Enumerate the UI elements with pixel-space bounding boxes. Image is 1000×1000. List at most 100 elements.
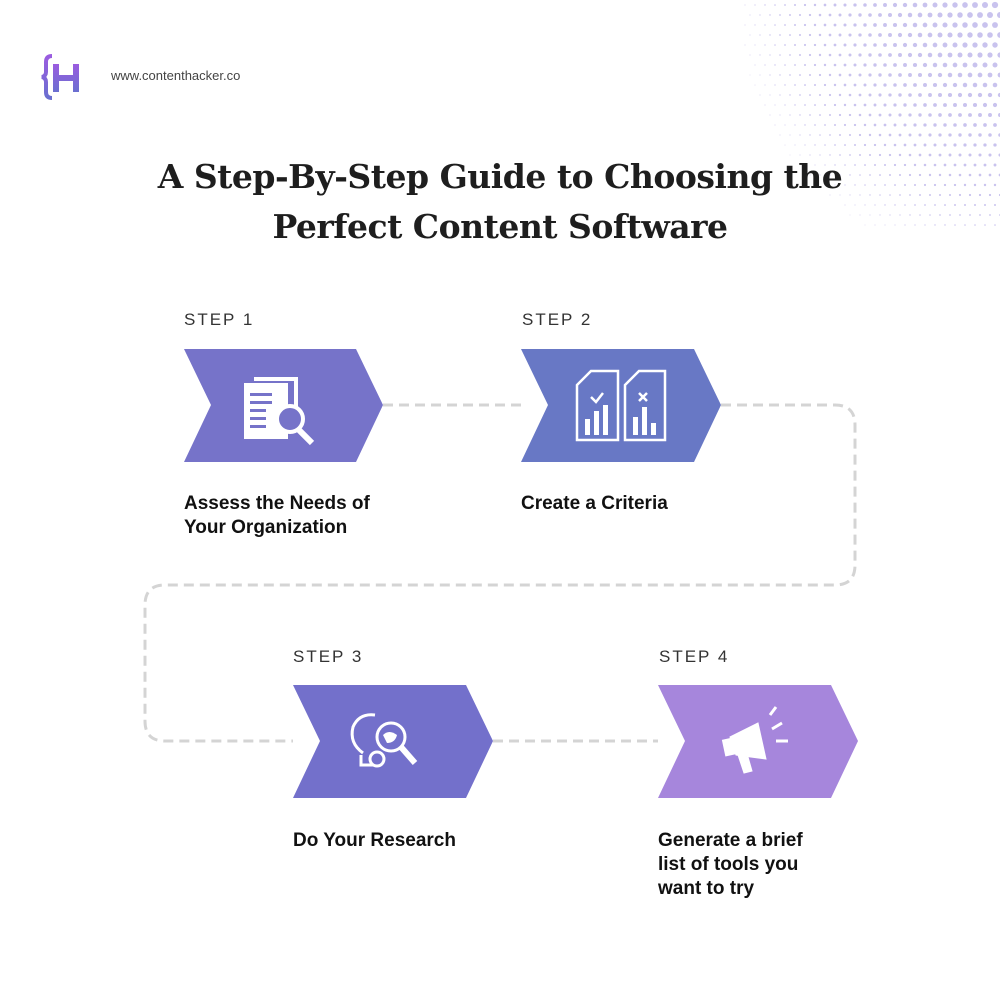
dot — [918, 153, 922, 157]
dot — [833, 103, 837, 107]
dot — [883, 143, 887, 147]
dot — [744, 44, 746, 46]
dot — [957, 72, 963, 78]
dot — [838, 73, 842, 77]
dot — [989, 214, 991, 216]
dot — [794, 104, 796, 106]
dot — [848, 113, 852, 117]
step-2-label: STEP 2 — [522, 310, 593, 329]
dot — [912, 42, 918, 48]
dot — [759, 54, 761, 56]
dot — [967, 12, 973, 18]
dot — [883, 23, 887, 27]
criteria-report-icon — [575, 369, 667, 442]
dot — [937, 52, 943, 58]
dot — [932, 22, 938, 28]
dot — [917, 52, 923, 58]
dot — [937, 12, 943, 18]
dot — [749, 34, 751, 36]
dot — [977, 12, 983, 18]
dot — [918, 113, 922, 117]
dot — [953, 183, 957, 187]
dot — [913, 103, 917, 107]
dot — [908, 133, 912, 137]
dot — [823, 83, 827, 87]
dot — [987, 72, 993, 78]
dot — [803, 3, 807, 7]
dot — [854, 204, 856, 206]
dot — [888, 153, 892, 157]
dot — [784, 84, 786, 86]
dot — [833, 63, 837, 67]
dot — [764, 24, 766, 26]
dot — [968, 173, 972, 177]
dot — [849, 194, 851, 196]
dot — [819, 154, 821, 156]
dot — [854, 164, 856, 166]
dot — [894, 224, 896, 226]
dot — [868, 113, 872, 117]
dot — [769, 94, 771, 96]
dot — [868, 13, 872, 17]
dot — [818, 53, 822, 57]
dot — [819, 174, 821, 176]
dot — [844, 144, 846, 146]
dot — [979, 214, 981, 216]
step-3-description: Do Your Research — [293, 830, 456, 851]
dot — [874, 204, 876, 206]
dot — [848, 93, 852, 97]
dot — [917, 12, 923, 18]
step-3-label: STEP 3 — [293, 647, 364, 666]
dot — [864, 204, 866, 206]
dot — [873, 23, 877, 27]
dot — [814, 164, 816, 166]
dot — [983, 203, 987, 207]
dot — [829, 194, 831, 196]
dot — [799, 94, 801, 96]
dot — [878, 153, 882, 157]
dot — [957, 32, 963, 38]
dot — [784, 4, 786, 6]
dot — [963, 143, 967, 147]
dot — [839, 194, 841, 196]
dot — [784, 24, 786, 26]
dot — [874, 184, 876, 186]
dot — [992, 22, 998, 28]
dot — [928, 93, 932, 97]
dot — [744, 4, 746, 6]
dot — [879, 214, 881, 216]
dot — [774, 4, 776, 6]
dot — [912, 22, 918, 28]
dot — [982, 102, 988, 108]
dot — [908, 113, 912, 117]
dot — [972, 102, 978, 108]
dot — [992, 82, 998, 88]
dot — [884, 184, 886, 186]
dot — [988, 133, 992, 137]
dot — [908, 93, 912, 97]
dot — [893, 123, 897, 127]
dot — [873, 63, 877, 67]
dot — [952, 42, 958, 48]
dot — [972, 2, 978, 8]
dot — [932, 42, 938, 48]
dot — [764, 44, 766, 46]
dot — [997, 52, 1000, 58]
step-1-label: STEP 1 — [184, 310, 255, 329]
dot — [843, 123, 847, 127]
dot — [933, 103, 937, 107]
dot — [794, 124, 796, 126]
dot — [749, 54, 751, 56]
dot — [838, 93, 842, 97]
dot — [784, 104, 786, 106]
dot — [794, 64, 796, 66]
dot — [914, 204, 916, 206]
dot — [898, 173, 902, 177]
dot — [803, 43, 807, 47]
dot — [823, 103, 827, 107]
dot — [863, 43, 867, 47]
dot — [789, 134, 791, 136]
dot — [922, 62, 928, 68]
dot — [858, 73, 862, 77]
